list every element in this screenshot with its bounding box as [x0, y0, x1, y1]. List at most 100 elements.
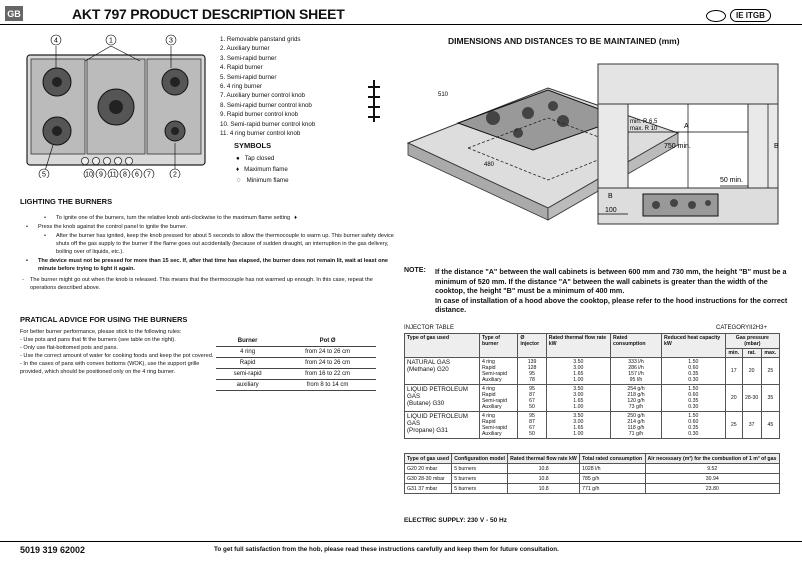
hob-diagram: 4 1 3 5 10 9 11 8 6 7 2 [26, 34, 206, 179]
callout-9: 9 [99, 172, 103, 179]
instruction-text: Press the knob against the control panel… [38, 224, 188, 230]
table-header-row: Type of gas used Configuration model Rat… [403, 453, 780, 464]
instruction-text: The device must not be pressed for more … [38, 258, 389, 272]
column-header: Burner [216, 336, 280, 347]
list-item: 4. Rapid burner [220, 64, 263, 72]
list-item: - Only use flat-bottomed pots and pans. [20, 345, 118, 351]
language-badge: GB [5, 6, 23, 21]
list-item: 8. Semi-rapid burner control knob [220, 101, 312, 109]
dimension-750: 750 min. [664, 143, 691, 150]
language-code: IE ITGB [730, 9, 771, 22]
symbols-title: SYMBOLS [234, 141, 272, 150]
dimension-a: A [684, 123, 689, 130]
list-item: •Press the knob against the control pane… [26, 224, 188, 230]
symbol-label: Tap closed [244, 155, 275, 162]
symbol-row: ♦ Maximum flame [236, 164, 289, 175]
list-item: - Use pots and pans that fit the burners… [20, 337, 176, 343]
list-item: 1. Removable panstand grids [220, 36, 301, 43]
table-header-row: Type of gas used Type of burner Ø inject… [404, 333, 781, 358]
list-item: -The burner might go out when the knob i… [20, 276, 398, 292]
table-header-row: min. rat. max. [405, 348, 781, 358]
page-title: AKT 797 PRODUCT DESCRIPTION SHEET [72, 6, 345, 22]
flame-icon: ♦ [294, 215, 297, 221]
lighting-title: LIGHTING THE BURNERS [20, 197, 113, 206]
callout-8: 8 [123, 172, 127, 179]
note-text: If the distance "A" between the wall cab… [435, 267, 788, 315]
injector-table: Type of gas used Type of burner Ø inject… [404, 333, 781, 439]
dimension-b-left: B [608, 193, 613, 200]
dimensions-title: DIMENSIONS AND DISTANCES TO BE MAINTAINE… [448, 36, 680, 46]
category-label: CATEGORYII2H3+ [716, 325, 767, 331]
electric-supply: ELECTRIC SUPPLY: 230 V - 50 Hz [404, 517, 507, 524]
practical-title: PRATICAL ADVICE FOR USING THE BURNERS [20, 315, 188, 324]
symbol-row: ♢ Minimum flame [236, 175, 289, 186]
header-divider [0, 24, 802, 25]
callout-6: 6 [135, 172, 139, 179]
symbols-list: ● Tap closed ♦ Maximum flame ♢ Minimum flam… [236, 153, 289, 186]
dimension-100: 100 [605, 207, 617, 214]
injector-table-label: INJECTOR TABLE [404, 325, 455, 331]
callout-5: 5 [42, 172, 46, 179]
parts-list: 1. Removable panstand grids 2. Auxiliary… [220, 35, 315, 138]
dimension-b-right: B [774, 143, 779, 150]
language-oval-icon [706, 9, 726, 22]
instruction-text: The burner might go out when the knob is… [30, 277, 373, 291]
column-header: Pot Ø [279, 336, 376, 347]
minimum-flame-icon: ♢ [236, 177, 242, 184]
footer-text: To get full satisfaction from the hob, p… [214, 546, 559, 553]
symbol-row: ● Tap closed [236, 153, 289, 164]
practical-advice: For better burner performance, please st… [20, 328, 215, 376]
list-item: 5. Semi-rapid burner [220, 73, 277, 81]
list-item: 6. 4 ring burner [220, 83, 262, 91]
control-knob-icon [368, 80, 380, 122]
note-label: NOTE: [404, 267, 426, 274]
footer-divider [0, 541, 802, 542]
callout-2: 2 [173, 172, 177, 179]
dimension-50: 50 min. [720, 177, 743, 184]
callout-7: 7 [147, 172, 151, 179]
list-item: 7. Auxiliary burner control knob [220, 92, 305, 100]
list-item: 2. Auxiliary burner [220, 45, 270, 53]
summary-table: Type of gas used Configuration model Rat… [403, 453, 780, 494]
language-code-group: IE ITGB [706, 9, 771, 22]
table-row: LIQUID PETROLEUM GAS(Propane) G31 4 ring… [404, 411, 781, 439]
maximum-flame-icon: ♦ [236, 166, 240, 173]
list-item: 3. Semi-rapid burner [220, 54, 277, 62]
list-item: - Use the correct amount of water for co… [20, 353, 214, 359]
dimension-width: 510 [438, 92, 449, 98]
dimension-cutout-depth: 480 [484, 162, 495, 168]
list-item: For better burner performance, please st… [20, 329, 182, 335]
callout-3: 3 [169, 38, 173, 45]
instruction-text: To ignite one of the burners, turn the r… [56, 215, 291, 221]
document-code: 5019 319 62002 [20, 545, 86, 555]
list-item: •After the burner has ignited, keep the … [20, 232, 398, 256]
tap-closed-icon: ● [236, 155, 240, 162]
table-row: LIQUID PETROLEUM GAS(Butane) G30 4 ring … [404, 384, 781, 412]
list-item: 11. 4 ring burner control knob [220, 130, 301, 138]
lighting-instructions: •To ignite one of the burners, turn the … [20, 214, 398, 293]
list-item: •The device must not be pressed for more… [20, 257, 398, 273]
list-item: 10. Semi-rapid burner control knob [220, 120, 316, 128]
callout-10: 10 [85, 172, 93, 179]
callout-11: 11 [109, 172, 116, 179]
symbol-label: Minimum flame [246, 177, 289, 184]
callout-4: 4 [54, 38, 58, 45]
list-item: •To ignite one of the burners, turn the … [44, 215, 297, 221]
symbol-label: Maximum flame [244, 166, 288, 173]
table-row: NATURAL GAS(Methane) G20 4 ring Rapid Se… [404, 357, 781, 385]
instruction-text: After the burner has ignited, keep the k… [56, 233, 394, 255]
list-item: - In the cases of pans with convex botto… [20, 361, 200, 375]
list-item: 9. Rapid burner control knob [220, 111, 299, 119]
callout-1: 1 [109, 38, 113, 45]
